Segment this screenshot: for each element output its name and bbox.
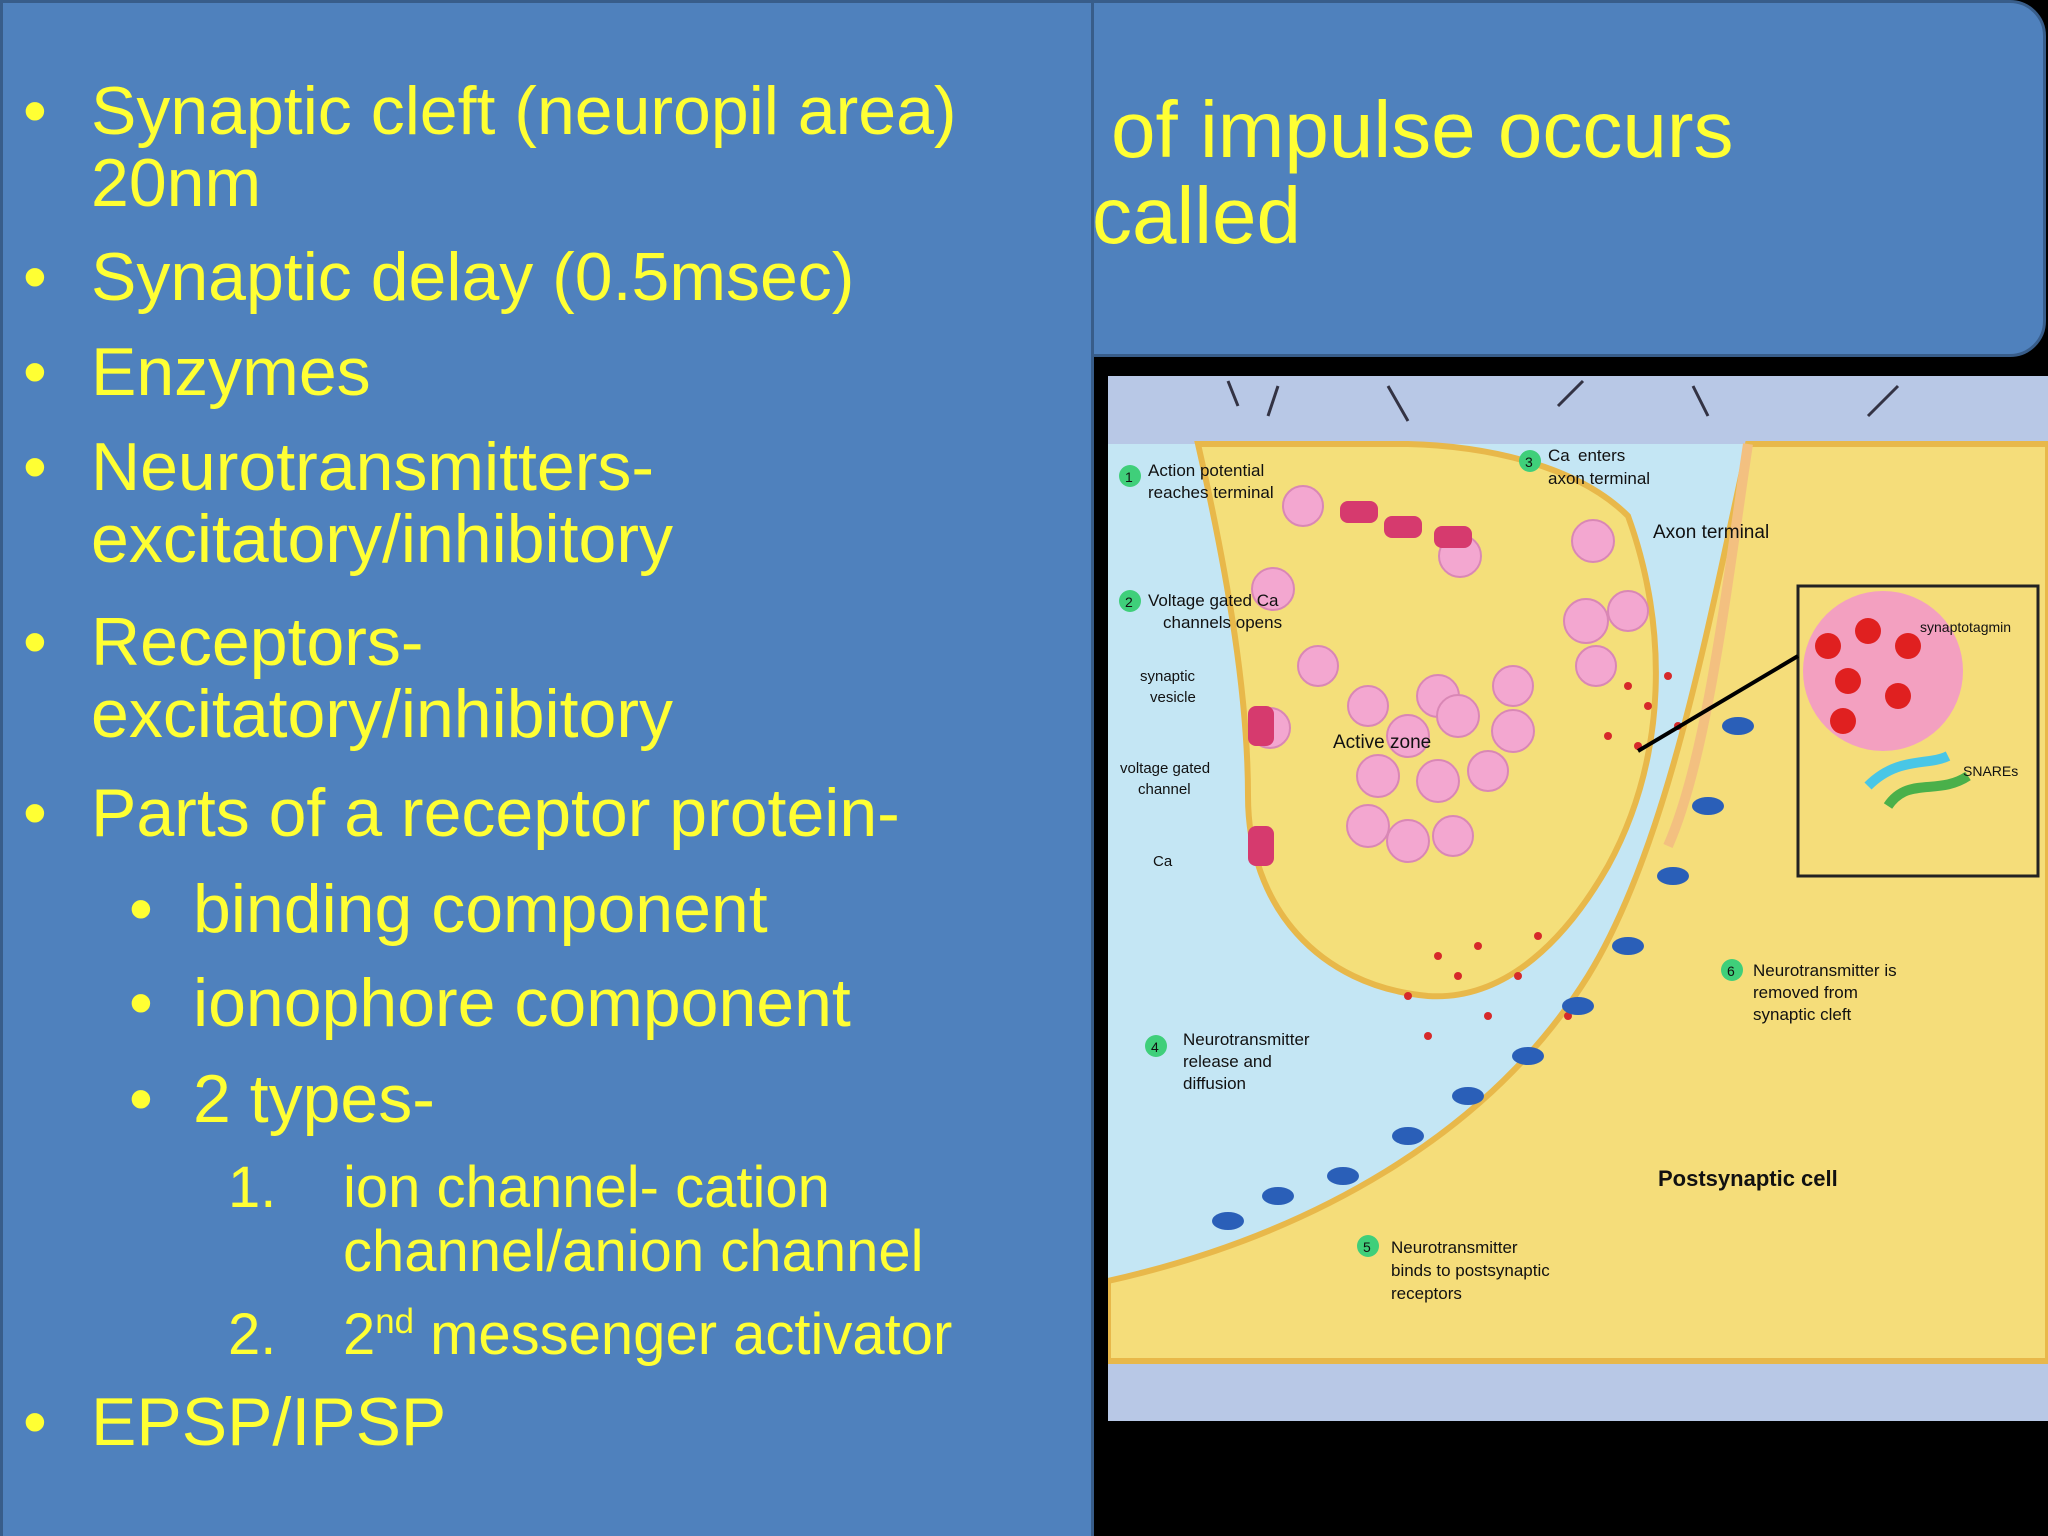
svg-text:2: 2 (1125, 594, 1133, 610)
svg-text:diffusion: diffusion (1183, 1074, 1246, 1093)
dendrite-sketch (1226, 379, 1900, 422)
bullet-synaptic-delay: Synaptic delay (0.5msec) (23, 241, 854, 313)
title-line-2: called (1092, 171, 1302, 260)
svg-text:5: 5 (1363, 1239, 1371, 1255)
bullet-synaptic-cleft: Synaptic cleft (neuropil area) 20nm (23, 75, 957, 219)
svg-text:synaptic cleft: synaptic cleft (1753, 1005, 1852, 1024)
svg-text:Neurotransmitter is: Neurotransmitter is (1753, 961, 1897, 980)
title-line-1: of impulse occurs (1111, 85, 1734, 174)
bullet-enzymes: Enzymes (23, 336, 371, 408)
snare-complex-2 (1883, 771, 1971, 810)
snare-complex (1864, 751, 1951, 790)
bullet-panel: Synaptic cleft (neuropil area) 20nm Syna… (0, 0, 1094, 1536)
svg-text:synaptotagmin: synaptotagmin (1920, 619, 2011, 635)
bullet-neurotransmitters: Neurotransmitters- excitatory/inhibitory (23, 431, 673, 575)
svg-text:Ca: Ca (1153, 853, 1173, 870)
numbered-item-second-messenger: 2. 2nd messenger activator (228, 1302, 953, 1367)
sub-bullet-two-types: 2 types- (129, 1063, 435, 1135)
svg-text:voltage gated: voltage gated (1120, 760, 1210, 777)
svg-text:Active zone: Active zone (1333, 732, 1431, 753)
title-box: of impulse occurs called (1060, 0, 2046, 357)
sub-bullet-ionophore: ionophore component (129, 967, 851, 1039)
bullet-receptors: Receptors- excitatory/inhibitory (23, 606, 673, 750)
svg-text:binds to postsynaptic: binds to postsynaptic (1391, 1261, 1550, 1280)
slide-title: of impulse occurs called (1092, 85, 2041, 259)
svg-text:channel: channel (1138, 781, 1191, 798)
calcium-channels (1248, 501, 1472, 866)
svg-text:receptors: receptors (1391, 1284, 1462, 1303)
svg-text:1: 1 (1125, 469, 1133, 485)
inset-molecules (1815, 618, 1921, 734)
svg-text:Action potential: Action potential (1148, 461, 1264, 480)
svg-text:6: 6 (1727, 963, 1735, 979)
neurotransmitter-molecules (1404, 672, 1682, 1040)
svg-text:Voltage gated Ca: Voltage gated Ca (1148, 591, 1279, 610)
svg-text:Postsynaptic cell: Postsynaptic cell (1658, 1166, 1838, 1191)
svg-text:channels opens: channels opens (1163, 613, 1282, 632)
svg-text:release and: release and (1183, 1052, 1272, 1071)
svg-text:synaptic: synaptic (1140, 668, 1196, 685)
svg-text:SNAREs: SNAREs (1963, 763, 2018, 779)
callout-line (1636, 654, 1800, 753)
svg-text:vesicle: vesicle (1150, 689, 1196, 706)
svg-text:Axon terminal: Axon terminal (1653, 522, 1769, 543)
bullet-parts-of-receptor: Parts of a receptor protein- (23, 777, 900, 849)
svg-text:Neurotransmitter: Neurotransmitter (1391, 1238, 1518, 1257)
synaptic-vesicles (1249, 485, 1649, 863)
inset-vesicle (1803, 591, 1963, 751)
postsynaptic-receptors (1212, 717, 1754, 1230)
svg-text:Ca: Ca (1548, 446, 1570, 465)
svg-text:removed from: removed from (1753, 983, 1858, 1002)
diagram-labels: 1 Action potential reaches terminal 2 Vo… (1119, 446, 2018, 1303)
axon-terminal (1194, 441, 1659, 1000)
svg-text:4: 4 (1151, 1039, 1159, 1055)
svg-text:3: 3 (1525, 454, 1533, 470)
synapse-diagram: 1 Action potential reaches terminal 2 Vo… (1108, 376, 2048, 1421)
svg-text:Neurotransmitter: Neurotransmitter (1183, 1030, 1310, 1049)
bullet-epsp-ipsp: EPSP/IPSP (23, 1386, 446, 1458)
numbered-item-ion-channel: 1. ion channel- cation channel/anion cha… (228, 1155, 924, 1284)
svg-text:reaches terminal: reaches terminal (1148, 483, 1274, 502)
sub-bullet-binding: binding component (129, 873, 768, 945)
svg-text:axon terminal: axon terminal (1548, 469, 1650, 488)
membrane-edge (1663, 443, 1753, 849)
svg-text:enters: enters (1578, 446, 1625, 465)
